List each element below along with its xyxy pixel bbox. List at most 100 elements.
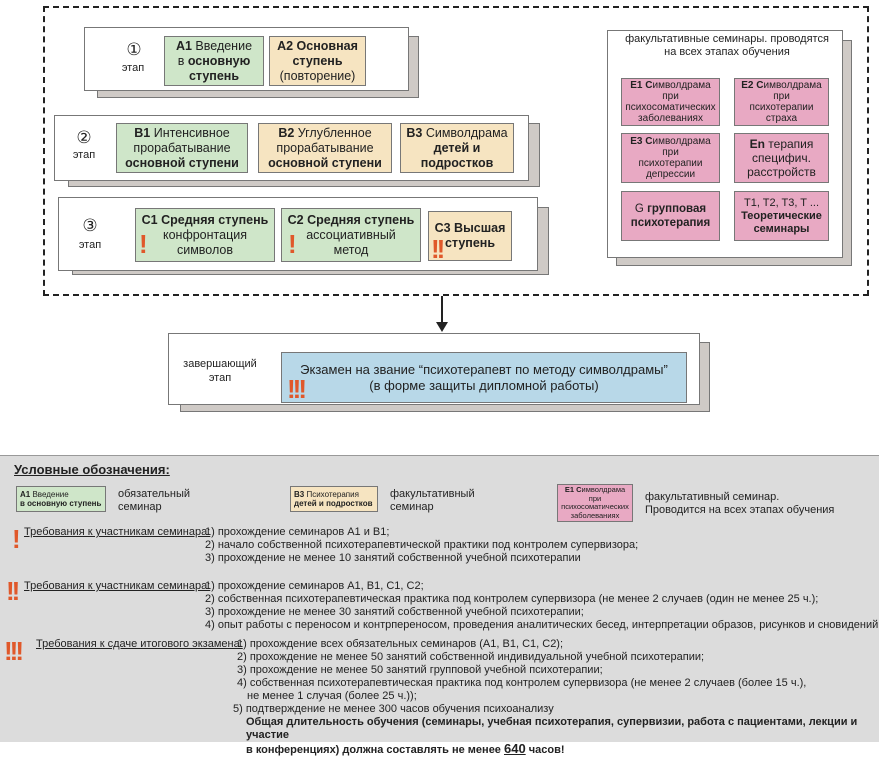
e1-code: E1 С — [630, 80, 653, 91]
req2-line: 2) собственная психотерапевтическая прак… — [205, 593, 819, 605]
final-label1: завершающий — [183, 358, 257, 370]
seminar-a2: A2 Основная ступень (повторение) — [269, 36, 366, 86]
e3-code: E3 С — [630, 136, 653, 147]
en-l2: специфич. — [752, 151, 811, 165]
e2-l3: психотерапии — [749, 102, 814, 113]
req2-list: 1) прохождение семинаров A1, B1, C1, C2;… — [205, 580, 878, 632]
req1-mark: ! — [12, 524, 21, 554]
req3-line: 4) собственная психотерапевтическая прак… — [237, 677, 807, 689]
legend-optional-text1: факультативный — [390, 488, 475, 500]
legend-always-text: факультативный семинар. Проводится на вс… — [645, 491, 834, 517]
stage3-number: ③ — [82, 216, 98, 235]
legend-optional-text: факультативный семинар — [390, 488, 475, 514]
seminar-g: G групповая психотерапия — [621, 191, 720, 241]
legend-mandatory-text2: семинар — [118, 501, 162, 513]
exam-line1: Экзамен на звание “психотерапевт по мето… — [300, 361, 668, 377]
stage1-card: ① этап A1 Введение в основную ступень A2… — [84, 27, 409, 91]
legend-mandatory-box: A1 Введение в основную ступень — [16, 486, 106, 512]
b3-line1: Символдрама — [422, 125, 508, 140]
final-label2: этап — [208, 372, 232, 384]
c2-requirement-mark: ! — [288, 229, 297, 259]
e3-l3: психотерапии — [638, 158, 703, 169]
legend-mandatory-text: обязательный семинар — [118, 488, 190, 514]
stages-frame — [43, 6, 869, 296]
e3-rest: имволдрама — [652, 136, 711, 147]
seminar-b2: B2 Углубленное прорабатывание основной с… — [258, 123, 392, 173]
en-rest: терапия — [764, 137, 814, 151]
a1-line2b: основную — [187, 53, 251, 68]
c3-line2: ступень — [444, 236, 496, 250]
seminar-a1: A1 Введение в основную ступень — [164, 36, 264, 86]
req3-line: 2) прохождение не менее 50 занятий собст… — [237, 651, 705, 663]
seminar-b1: B1 Интенсивное прорабатывание основной с… — [116, 123, 248, 173]
seminar-b3: B3 Символдрама детей и подростков — [400, 123, 514, 173]
stage1-number: ① — [126, 40, 142, 59]
final-label: завершающий этап — [183, 357, 257, 385]
g-rest: групповая — [643, 203, 707, 215]
b1-code: B1 — [134, 125, 151, 140]
theory-l1: T1, T2, T3, T ... — [744, 196, 819, 209]
legend-always-l2: при — [588, 493, 602, 503]
c1-line2: конфронтация — [162, 227, 247, 242]
en-l3: расстройств — [747, 165, 816, 179]
seminar-c3: C3 Высшая ступень !! — [428, 211, 512, 264]
a2-line1: Основная — [293, 38, 358, 53]
legend-optional-box: B3 Психотерапия детей и подростков — [290, 486, 378, 512]
seminar-c2: C2 Средняя ступень ассоциативный метод ! — [281, 208, 421, 262]
c2-line2: ассоциативный — [306, 227, 396, 242]
a2-line3: (повторение) — [279, 68, 356, 83]
legend-always-text1: факультативный семинар. — [645, 491, 780, 503]
b2-line2: прорабатывание — [276, 140, 374, 155]
seminar-theory: T1, T2, T3, T ... Теоретические семинары — [734, 191, 829, 241]
c1-line3: символов — [176, 242, 234, 257]
arrow-down-icon — [436, 296, 448, 332]
e2-code: E2 С — [741, 80, 764, 91]
exam-line2: (в форме защиты дипломной работы) — [369, 377, 599, 393]
legend-mandatory-code: A1 — [20, 490, 31, 499]
legend-optional-code: B3 — [294, 490, 305, 499]
c1-requirement-mark: ! — [139, 229, 148, 259]
theory-l3: семинары — [753, 222, 810, 235]
a1-line1: Введение — [191, 38, 253, 53]
b2-line3: основной ступени — [268, 155, 382, 170]
seminar-c1: C1 Средняя ступень конфронтация символов… — [135, 208, 275, 262]
b2-code: B2 — [278, 125, 295, 140]
c3-requirement-mark: !! — [431, 234, 445, 264]
en-code: En — [749, 137, 765, 151]
req2-line: 3) прохождение не менее 30 занятий собст… — [205, 606, 584, 618]
total-line2a: в конференциях) должна составлять не мен… — [246, 744, 504, 756]
legend-panel: Условные обозначения: A1 Введение в осно… — [0, 455, 879, 756]
e2-l4: страха — [765, 113, 798, 124]
final-card: завершающий этап Экзамен на звание “псих… — [168, 333, 700, 405]
legend-mandatory-l1: Введение — [30, 490, 69, 499]
req3-line: 1) прохождение всех обязательных семинар… — [237, 638, 564, 650]
req1-line: 2) начало собственной психотерапевтическ… — [205, 539, 639, 551]
theory-l2: Теоретические — [741, 209, 822, 222]
c2-line1: C2 Средняя ступень — [287, 212, 415, 227]
total-line2c: часов! — [525, 744, 565, 756]
stage2-number: ② — [76, 128, 92, 147]
g-code: G — [634, 203, 644, 215]
req3-list: 1) прохождение всех обязательных семинар… — [233, 638, 807, 716]
req2-heading: Требования к участникам семинара: — [24, 580, 211, 592]
total-duration-note: Общая длительность обучения (семинары, у… — [246, 716, 879, 757]
legend-optional-l2: детей и подростков — [294, 499, 373, 508]
c3-line1: C3 Высшая — [434, 221, 506, 235]
legend-always-l3: психосоматических — [561, 502, 629, 511]
seminar-e3: E3 Символдрама при психотерапии депресси… — [621, 133, 720, 183]
b1-line3: основной ступени — [125, 155, 239, 170]
b3-code: B3 — [406, 125, 423, 140]
legend-title: Условные обозначения: — [14, 462, 170, 477]
req3-line: 5) подтверждение не менее 300 часов обуч… — [233, 703, 554, 715]
req1-list: 1) прохождение семинаров A1 и B1; 2) нач… — [205, 526, 638, 565]
b3-line2: детей и — [433, 140, 481, 155]
exam-requirement-mark: !!! — [287, 374, 307, 404]
e1-rest: имволдрама — [652, 80, 711, 91]
g-l2: психотерапия — [630, 217, 711, 229]
e1-l2: при — [662, 91, 679, 102]
e3-l2: при — [662, 147, 679, 158]
legend-always-box: E1 Символдрама при психосоматических заб… — [557, 484, 633, 522]
e1-l4: заболеваниях — [638, 113, 703, 124]
req1-line: 3) прохождение не менее 10 занятий собст… — [205, 552, 581, 564]
stage1-label: этап — [121, 62, 145, 74]
